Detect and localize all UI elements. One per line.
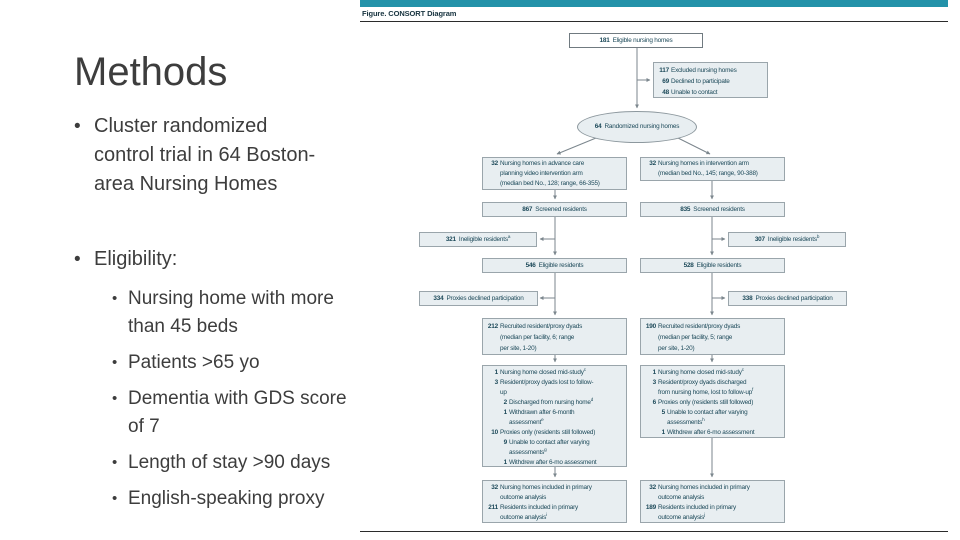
oval-randomized-nursing-homes: 64 Randomized nursing homes <box>577 111 697 143</box>
sub-bullet-item: • Nursing home with more than 45 beds <box>112 285 354 341</box>
bullet-list: • Cluster randomized control trial in 64… <box>74 112 384 274</box>
bullet-text: Eligibility: <box>94 248 178 270</box>
sub-bullet-text: Nursing home with more than 45 beds <box>128 288 334 337</box>
sub-bullet-item: • Length of stay >90 days <box>112 449 354 477</box>
slide-text-panel: Methods • Cluster randomized control tri… <box>74 52 384 521</box>
bullet-icon: • <box>112 290 118 307</box>
figure-accent-bar <box>360 0 948 7</box>
sub-bullet-list: • Nursing home with more than 45 beds • … <box>112 285 384 513</box>
figure-bottom-rule <box>360 531 948 532</box>
bullet-icon: • <box>74 116 81 137</box>
bullet-text: Cluster randomized control trial in 64 B… <box>94 115 316 195</box>
bullet-icon: • <box>74 249 81 270</box>
bullet-icon: • <box>112 490 118 507</box>
figure-top-rule <box>360 21 948 22</box>
bullet-icon: • <box>112 390 118 407</box>
sub-bullet-item: • English-speaking proxy <box>112 485 354 513</box>
box-ineligible-residents-left: 321 Ineligible residentsa <box>419 232 537 247</box>
sub-bullet-item: • Dementia with GDS score of 7 <box>112 385 354 441</box>
bullet-icon: • <box>112 354 118 371</box>
bullet-item: • Cluster randomized control trial in 64… <box>74 112 322 199</box>
consort-figure: Figure. CONSORT Diagram <box>360 0 948 540</box>
page-title: Methods <box>74 50 228 94</box>
sub-bullet-text: English-speaking proxy <box>128 488 325 509</box>
sub-bullet-text: Patients >65 yo <box>128 352 260 373</box>
sub-bullet-text: Dementia with GDS score of 7 <box>128 388 347 437</box>
sub-bullet-item: • Patients >65 yo <box>112 349 354 377</box>
figure-header: Figure. CONSORT Diagram <box>362 9 457 18</box>
sub-bullet-text: Length of stay >90 days <box>128 452 331 473</box>
connector-lines <box>539 48 726 478</box>
box-eligible-nursing-homes: 181 Eligible nursing homes <box>569 33 703 48</box>
bullet-item: • Eligibility: <box>74 245 322 274</box>
bullet-icon: • <box>112 454 118 471</box>
box-ineligible-residents-right: 307 Ineligible residentsb <box>728 232 846 247</box>
